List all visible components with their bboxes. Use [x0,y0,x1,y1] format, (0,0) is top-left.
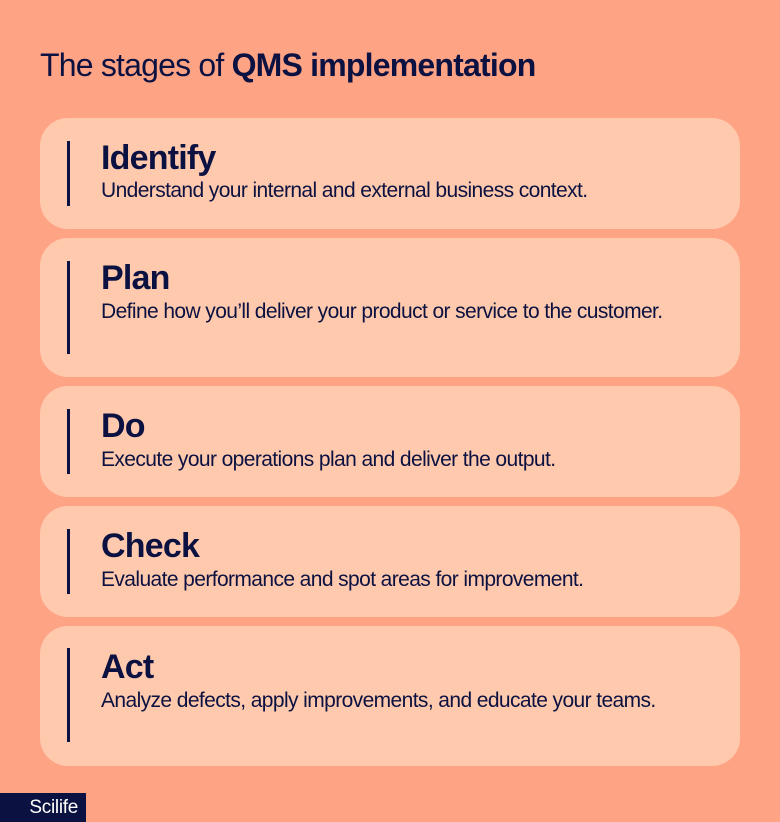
stage-title: Do [101,407,146,445]
page-title-prefix: The stages of [40,47,224,83]
stage-title: Identify [101,139,216,177]
stage-title: Plan [101,259,170,297]
stage-description: Understand your internal and external bu… [101,179,588,202]
stage-card-do: Do Execute your operations plan and deli… [40,386,740,497]
stage-description: Evaluate performance and spot areas for … [101,568,584,591]
page-title: The stages of QMS implementation [40,45,537,85]
stage-card-check: Check Evaluate performance and spot area… [40,506,740,617]
stage-title: Check [101,527,200,565]
accent-bar [67,261,70,354]
accent-bar [67,648,70,742]
stage-card-identify: Identify Understand your internal and ex… [40,118,740,229]
stage-card-plan: Plan Define how you’ll deliver your prod… [40,238,740,377]
accent-bar [67,141,70,206]
stage-title: Act [101,648,154,686]
accent-bar [67,409,70,474]
page-title-emphasis: QMS implementation [231,47,537,83]
stage-description: Execute your operations plan and deliver… [101,448,556,471]
stage-card-act: Act Analyze defects, apply improvements,… [40,626,740,766]
scilife-logo: Scilife [0,793,86,822]
accent-bar [67,529,70,594]
stage-description: Analyze defects, apply improvements, and… [101,689,656,712]
stage-description: Define how you’ll deliver your product o… [101,300,663,323]
